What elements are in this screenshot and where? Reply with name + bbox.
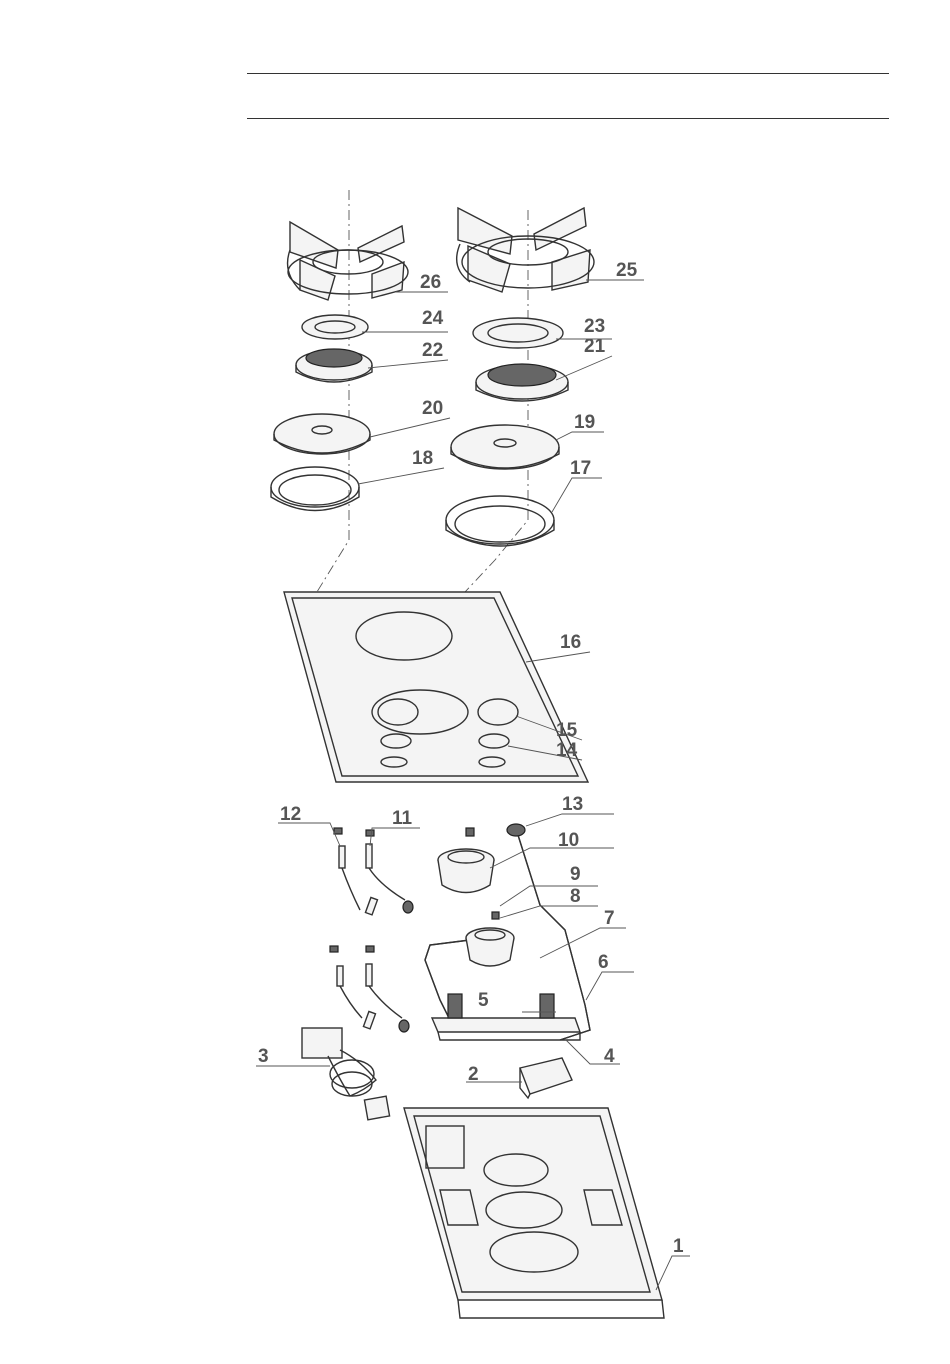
callout-17: 17 [570, 458, 591, 479]
glass-top-plate [284, 592, 588, 782]
callout-14: 14 [556, 740, 578, 761]
control-knob-right [478, 699, 518, 725]
knob-bezel-left [381, 734, 411, 748]
callout-4: 4 [604, 1046, 615, 1067]
callout-22: 22 [422, 340, 443, 361]
mounting-ring-large [446, 496, 554, 546]
burner-base-large [451, 425, 559, 469]
pan-support-left [288, 222, 408, 300]
burner-base-small [274, 414, 370, 454]
burner-cup-lower [466, 912, 514, 966]
callout-19: 19 [574, 412, 595, 433]
callout-18: 18 [412, 448, 433, 469]
callout-6: 6 [598, 952, 609, 973]
callout-9: 9 [570, 864, 581, 885]
callout-5: 5 [478, 990, 489, 1011]
callout-13: 13 [562, 794, 583, 815]
callout-1: 1 [673, 1236, 684, 1257]
thermocouple-lower [330, 946, 375, 1029]
callout-8: 8 [570, 886, 581, 907]
callout-15: 15 [556, 720, 578, 741]
callout-10: 10 [558, 830, 579, 851]
callout-7: 7 [604, 908, 615, 929]
callout-26: 26 [420, 272, 441, 293]
callout-23: 23 [584, 316, 605, 337]
knob-bezel-right [479, 734, 509, 748]
callout-24: 24 [422, 308, 444, 329]
callout-2: 2 [468, 1064, 479, 1085]
burner-cap-small [302, 315, 368, 339]
mounting-ring-small [271, 467, 359, 511]
callout-25: 25 [616, 260, 638, 281]
burner-cup-upper [438, 828, 494, 893]
flame-spreader-small [296, 349, 372, 382]
callout-16: 16 [560, 632, 581, 653]
control-knob-left [378, 699, 418, 725]
base-pan [404, 1108, 664, 1318]
pan-support-right [457, 208, 594, 292]
valve-manifold [432, 994, 580, 1040]
callout-21: 21 [584, 336, 606, 357]
flame-spreader-large [476, 364, 568, 401]
callout-20: 20 [422, 398, 443, 419]
callout-3: 3 [258, 1046, 269, 1067]
gas-inlet-fitting [507, 824, 525, 836]
callout-12: 12 [280, 804, 301, 825]
callout-11: 11 [392, 808, 413, 829]
spark-generator [302, 1028, 390, 1120]
mounting-bracket [520, 1058, 572, 1098]
burner-cap-large [473, 318, 563, 348]
